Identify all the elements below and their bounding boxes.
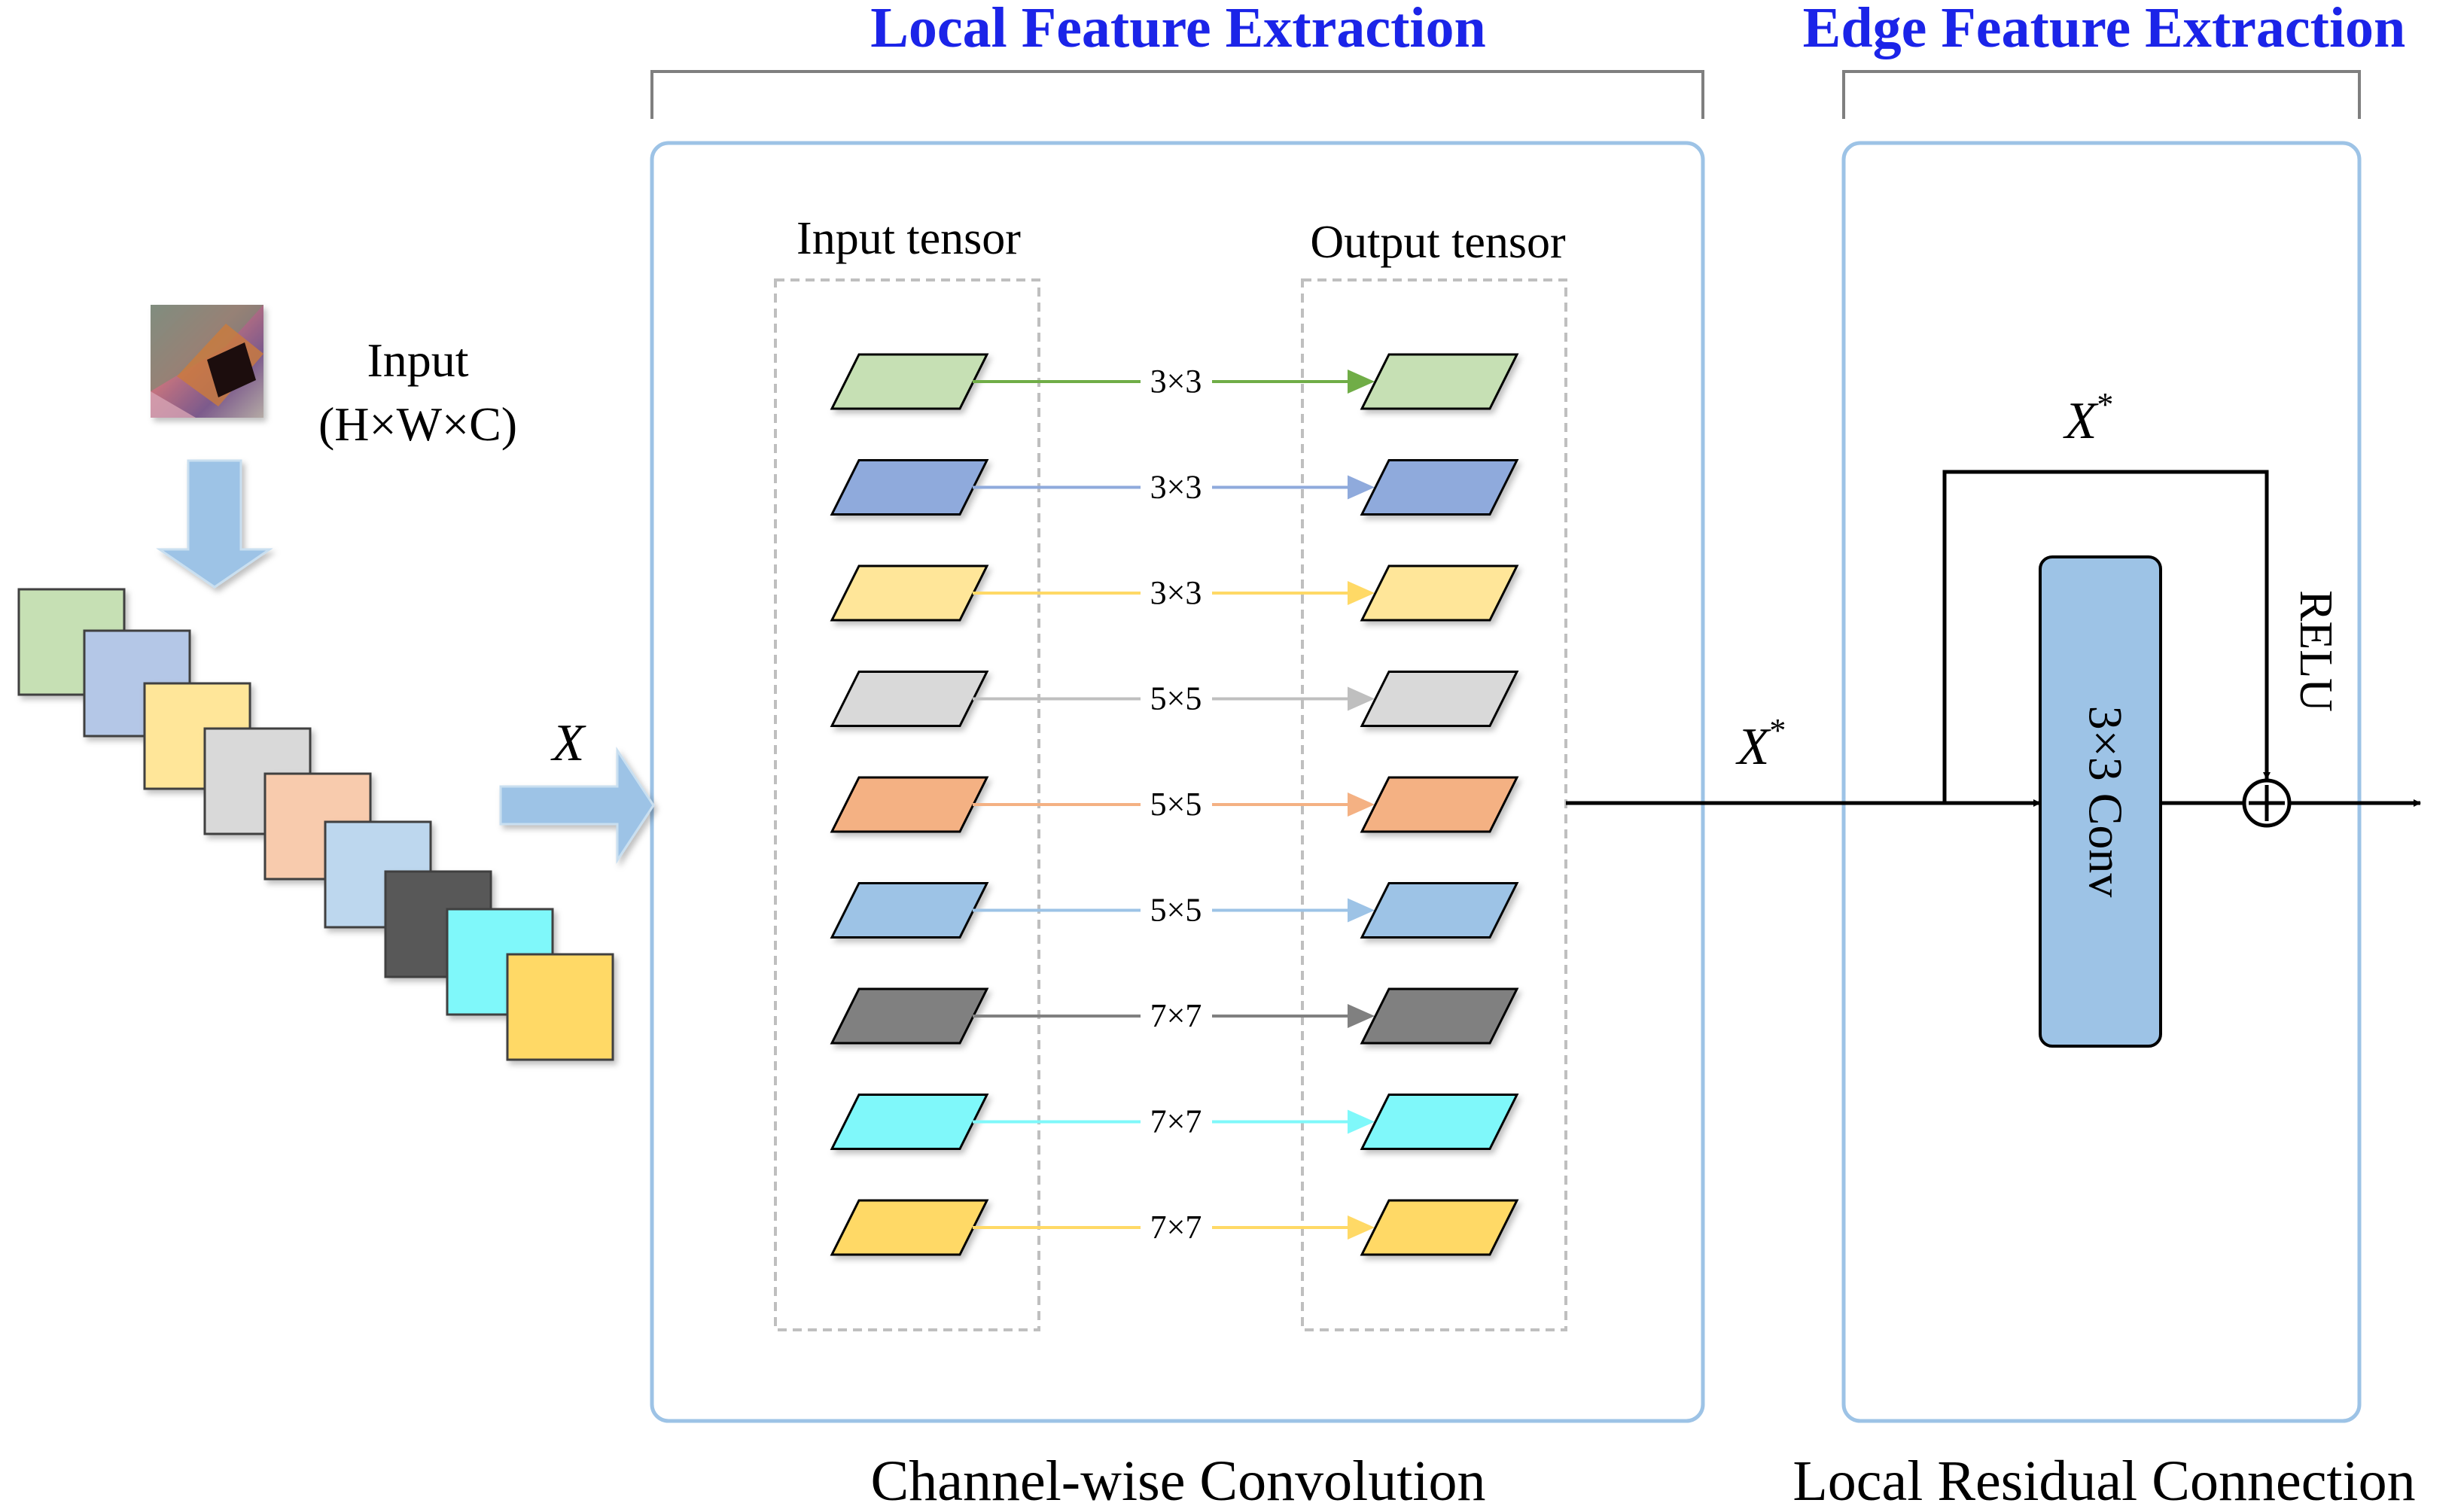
channel-row: 5×5 [830, 882, 1519, 939]
channel-arrowhead [1348, 686, 1375, 711]
channel-stack [17, 588, 614, 1061]
input-channel-slice [830, 564, 989, 622]
stack-channel-square [506, 953, 614, 1061]
input-channel-slice [830, 459, 989, 516]
local-feature-header: Local Feature Extraction [870, 0, 1486, 59]
kernel-size-label: 5×5 [1150, 786, 1202, 823]
input-channel-slice [830, 987, 989, 1045]
input-image-thumbnail [151, 305, 263, 418]
edge-feature-header: Edge Feature Extraction [1803, 0, 2406, 59]
input-channel-slice [830, 353, 989, 410]
output-channel-slice [1360, 353, 1519, 410]
add-node [2242, 778, 2292, 828]
channel-arrowhead [1348, 1215, 1375, 1240]
channel-wise-caption: Channel-wise Convolution [871, 1450, 1486, 1509]
relu-label: RELU [2290, 590, 2341, 712]
local-bracket [650, 70, 1704, 119]
output-channel-slice [1360, 671, 1519, 727]
input-channel-slice [830, 1094, 989, 1150]
input-channel-slice [830, 776, 989, 833]
output-channel-slice [1360, 459, 1519, 516]
input-dims-label: (H×W×C) [318, 397, 517, 451]
channel-arrowhead [1348, 475, 1375, 500]
channel-arrowhead [1348, 898, 1375, 923]
channel-rows: 3×3 3×3 3×3 5×5 5×5 5×5 7×7 7×7 7×7 [830, 353, 1519, 1256]
channel-row: 5×5 [830, 776, 1519, 833]
channel-arrowhead [1348, 370, 1375, 394]
input-channel-slice [830, 882, 989, 939]
output-channel-slice [1360, 987, 1519, 1045]
channel-row: 3×3 [830, 353, 1519, 410]
output-channel-slice [1360, 564, 1519, 622]
kernel-size-label: 3×3 [1150, 574, 1202, 611]
input-tensor-label: Input tensor [796, 213, 1021, 264]
output-channel-slice [1360, 776, 1519, 833]
input-channel-slice [830, 671, 989, 727]
kernel-size-label: 3×3 [1150, 469, 1202, 506]
down-arrow [156, 459, 273, 589]
kernel-size-label: 7×7 [1150, 1103, 1202, 1140]
channel-arrowhead [1348, 1109, 1375, 1134]
kernel-size-label: 7×7 [1150, 997, 1202, 1034]
output-channel-slice [1360, 1094, 1519, 1150]
channel-row: 3×3 [830, 459, 1519, 516]
channel-row: 7×7 [830, 1199, 1519, 1256]
input-label: Input [367, 333, 468, 387]
kernel-size-label: 5×5 [1150, 892, 1202, 929]
conv-label: 3×3 Conv [2079, 706, 2132, 898]
output-tensor-label: Output tensor [1310, 217, 1566, 268]
kernel-size-label: 5×5 [1150, 680, 1202, 717]
channel-arrowhead [1348, 581, 1375, 605]
xstar-label-main: X* [1735, 712, 1786, 776]
channel-arrowhead [1348, 1004, 1375, 1028]
residual-caption: Local Residual Connection [1792, 1450, 2415, 1509]
input-channel-slice [830, 1199, 989, 1256]
channel-row: 3×3 [830, 564, 1519, 622]
skip-connection-line [1942, 470, 2271, 803]
channel-row: 7×7 [830, 1094, 1519, 1150]
xstar-label-skip: X* [2063, 386, 2114, 450]
kernel-size-label: 3×3 [1150, 363, 1202, 400]
edge-bracket [1842, 70, 2361, 119]
output-channel-slice [1360, 882, 1519, 939]
channel-row: 7×7 [830, 987, 1519, 1045]
x-input-arrow [499, 746, 655, 865]
x-label: X [550, 714, 587, 772]
channel-arrowhead [1348, 793, 1375, 817]
kernel-size-label: 7×7 [1150, 1209, 1202, 1246]
channel-row: 5×5 [830, 671, 1519, 727]
output-channel-slice [1360, 1199, 1519, 1256]
